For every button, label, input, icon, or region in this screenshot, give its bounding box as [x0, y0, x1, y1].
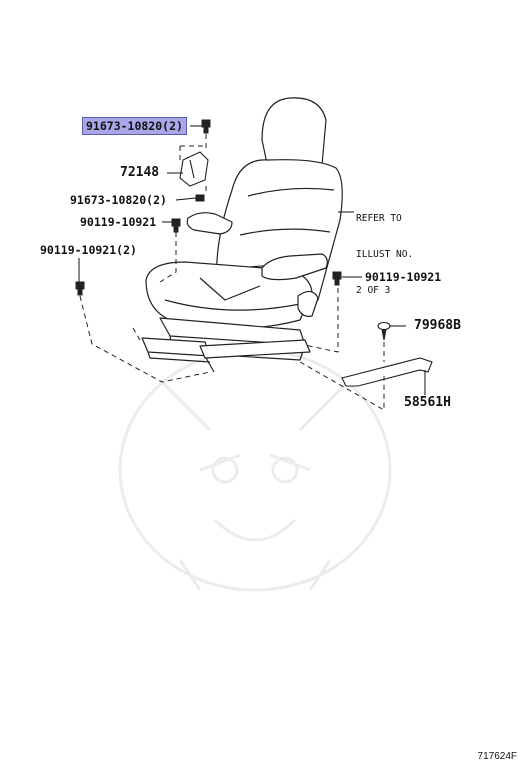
refer-note-line: ILLUST NO.: [356, 249, 414, 260]
recline-lever: [297, 290, 319, 317]
part-number: 91673-10820: [86, 119, 163, 133]
part-label-91673-10820-top[interactable]: 91673-10820(2): [82, 117, 187, 135]
bracket-72148: [179, 151, 209, 187]
bolt-icon: [173, 225, 179, 233]
leader-lines: [78, 125, 426, 395]
part-number: 90119-10921: [80, 215, 157, 229]
seat-assembly: [141, 97, 343, 373]
seat-rail-right: [199, 339, 311, 359]
part-label-90119-10921-c[interactable]: 90119-10921: [365, 270, 441, 284]
cover-58561h: [341, 357, 433, 387]
illustration-id: 717624F: [477, 751, 517, 762]
part-number: 91673-10820: [70, 193, 147, 207]
bolts: [75, 119, 342, 296]
bolt-icon: [195, 194, 205, 202]
bolt-icon: [171, 218, 181, 227]
part-label-91673-10820-mid[interactable]: 91673-10820(2): [70, 193, 167, 207]
armrest-right: [261, 253, 328, 281]
part-qty: (2): [146, 193, 167, 207]
part-label-90119-10921-b[interactable]: 90119-10921(2): [40, 243, 137, 257]
refer-note-line: REFER TO: [356, 213, 402, 224]
part-number: 90119-10921: [40, 243, 117, 257]
refer-note-line: 2 OF 3: [356, 285, 391, 296]
clip-79968b: [377, 321, 391, 341]
part-qty: (2): [116, 243, 137, 257]
refer-note: REFER TO ILLUST NO. 2 OF 3: [356, 189, 413, 309]
part-number: 90119-10921: [365, 270, 442, 284]
part-label-79968b[interactable]: 79968B: [414, 319, 461, 333]
part-label-58561h[interactable]: 58561H: [404, 396, 451, 410]
bolt-icon: [332, 271, 342, 280]
dashed-assembly-lines: [79, 134, 385, 411]
part-label-72148[interactable]: 72148: [120, 166, 159, 180]
bolt-icon: [334, 278, 340, 286]
part-number: 72148: [120, 165, 160, 180]
armrest-left: [186, 212, 233, 235]
bolt-icon: [77, 288, 83, 296]
bolt-icon: [75, 281, 85, 290]
part-number: 58561H: [404, 395, 451, 410]
part-number: 79968B: [414, 318, 461, 333]
bolt-icon: [203, 126, 209, 134]
part-qty: (2): [162, 119, 183, 133]
part-label-90119-10921-a[interactable]: 90119-10921: [80, 215, 156, 229]
bolt-icon: [201, 119, 211, 128]
